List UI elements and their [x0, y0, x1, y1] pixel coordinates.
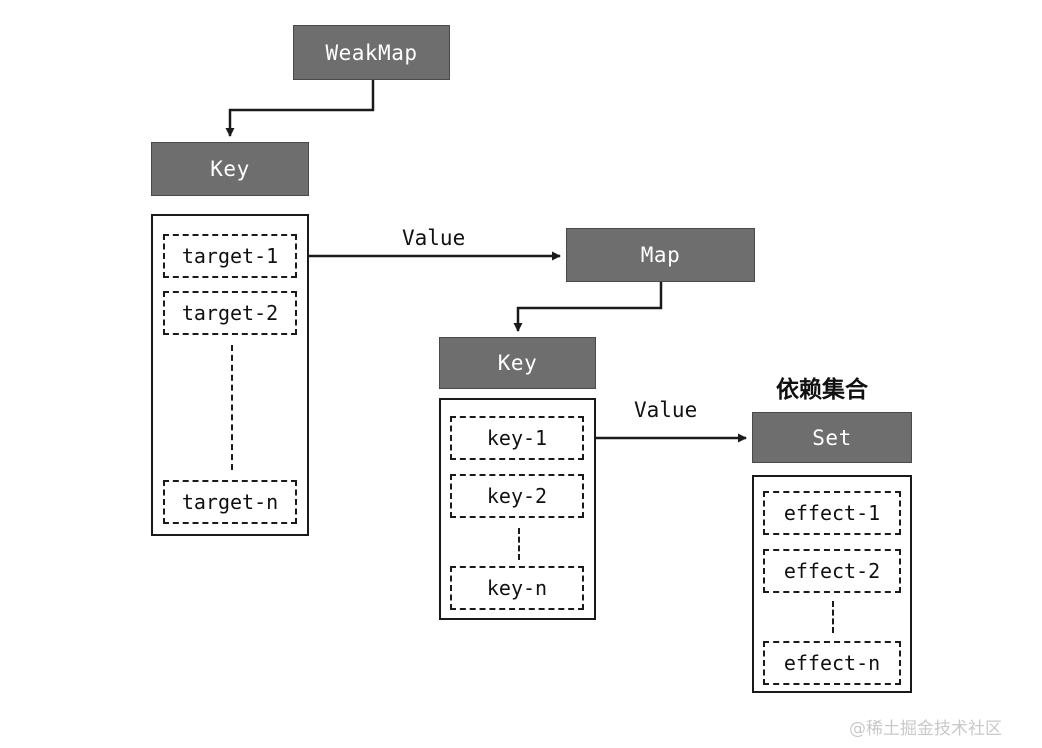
watermark: @稀土掘金技术社区	[849, 719, 1002, 739]
key-ellipsis	[518, 528, 520, 560]
list-item[interactable]: effect-1	[763, 491, 901, 535]
list-item-label: key-2	[486, 484, 548, 508]
set-annotation: 依赖集合	[776, 377, 868, 403]
node-map-key-label: Key	[497, 351, 538, 375]
list-item-label: key-1	[486, 426, 548, 450]
list-item-label: key-n	[486, 576, 548, 600]
node-weakmap-label: WeakMap	[325, 40, 418, 65]
list-item[interactable]: key-2	[450, 474, 584, 518]
node-map-label: Map	[640, 243, 681, 267]
node-weakmap-key[interactable]: Key	[151, 142, 309, 196]
node-map[interactable]: Map	[566, 228, 755, 282]
node-weakmap[interactable]: WeakMap	[293, 25, 450, 80]
list-item[interactable]: effect-n	[763, 641, 901, 685]
list-item-label: effect-1	[783, 501, 881, 525]
list-item-label: effect-2	[783, 559, 881, 583]
list-item[interactable]: key-n	[450, 566, 584, 610]
list-item[interactable]: target-2	[163, 291, 297, 335]
list-item[interactable]: target-n	[163, 480, 297, 524]
edge-label-key-to-set: Value	[634, 398, 698, 422]
list-item[interactable]: effect-2	[763, 549, 901, 593]
node-set-label: Set	[812, 425, 852, 450]
target-ellipsis	[231, 345, 233, 470]
effect-ellipsis	[832, 601, 834, 633]
list-item-label: target-1	[181, 244, 279, 268]
list-item-label: effect-n	[783, 651, 881, 675]
list-item-label: target-n	[181, 490, 279, 514]
list-item-label: target-2	[181, 301, 279, 325]
node-set[interactable]: Set	[752, 412, 912, 463]
list-item[interactable]: target-1	[163, 234, 297, 278]
list-item[interactable]: key-1	[450, 416, 584, 460]
node-weakmap-key-label: Key	[210, 157, 250, 181]
edge-label-target-to-map: Value	[402, 226, 466, 250]
node-map-key[interactable]: Key	[439, 337, 596, 389]
